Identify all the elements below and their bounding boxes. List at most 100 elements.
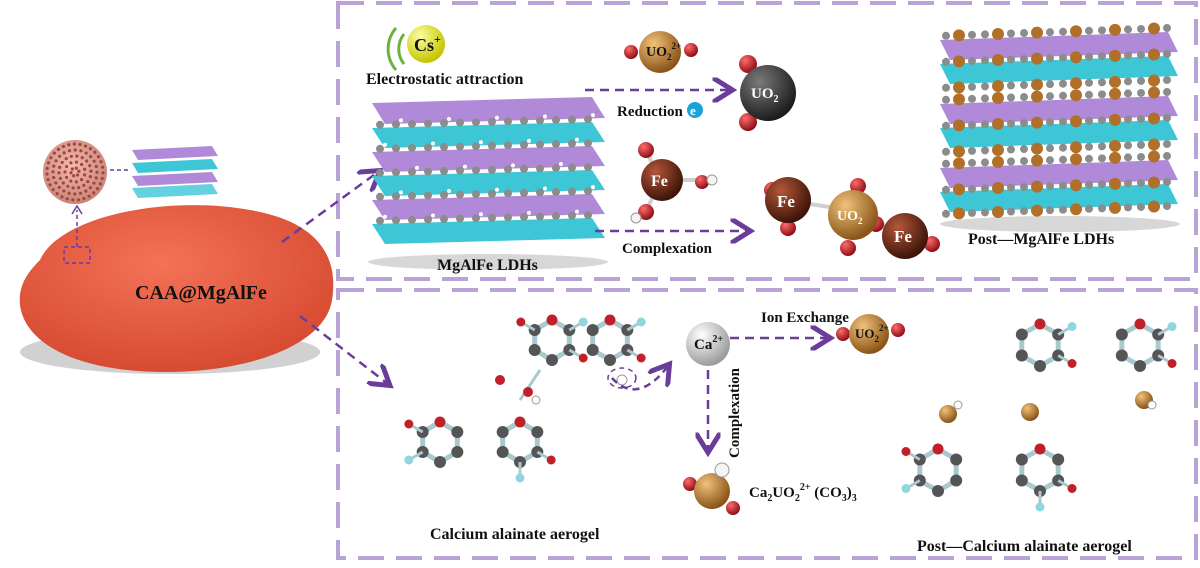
ldh-atom xyxy=(568,187,576,196)
post-ldh-atom xyxy=(1007,207,1015,216)
post-ldh-atom xyxy=(1148,138,1160,151)
post-ldh-atom xyxy=(1070,153,1082,166)
post-ldh-atom xyxy=(1109,75,1121,88)
pore-dot xyxy=(57,171,61,175)
product-oxygen-2 xyxy=(726,501,740,515)
ring-carbon xyxy=(496,446,509,458)
post-ldh-atom xyxy=(1020,93,1028,102)
pore-dot xyxy=(100,165,105,169)
cs-label: Cs+ xyxy=(414,32,441,55)
post-ldh-atom xyxy=(1046,144,1054,153)
post-ldh-atom xyxy=(1163,24,1171,33)
post-ldh-atom xyxy=(1031,52,1043,65)
post-ldh-atom xyxy=(1020,145,1028,154)
pore-dot xyxy=(79,177,84,182)
fe-hydrogen-2 xyxy=(630,212,642,224)
post-ldh-atom xyxy=(981,120,989,129)
ldh-atom xyxy=(392,168,400,177)
pore-dot xyxy=(63,170,67,174)
ring-carbon xyxy=(586,344,599,356)
pore-dot xyxy=(88,175,92,179)
post-ldh-atom xyxy=(981,56,989,65)
pore-dot xyxy=(74,180,78,184)
post-ldh-atom xyxy=(1020,55,1028,64)
pore-dot xyxy=(67,149,72,153)
post-ldh-atom xyxy=(1031,78,1043,91)
substituent-atom xyxy=(404,419,414,429)
post-ldh-atom xyxy=(1046,182,1054,191)
post-ldh-atom xyxy=(1109,87,1121,100)
ldh-atom xyxy=(488,189,496,198)
ldh-h-atom xyxy=(575,137,579,142)
post-ldh-atom xyxy=(942,121,950,130)
post-ldh-atom xyxy=(1031,26,1043,39)
ring-carbon xyxy=(451,446,464,458)
post-ldh-atom xyxy=(1109,23,1121,36)
ldh-h-atom xyxy=(511,163,515,168)
link-bond xyxy=(518,369,542,401)
ring-oxygen xyxy=(546,314,558,326)
post-ldh-atom xyxy=(1046,156,1054,165)
pore-dot xyxy=(92,191,96,195)
pore-dot xyxy=(78,142,82,147)
ldh-atom xyxy=(552,212,560,221)
ldh-atom xyxy=(520,164,528,173)
ldh-atom xyxy=(424,191,432,200)
ldh-atom xyxy=(584,163,592,172)
post-ldh-atom xyxy=(992,155,1004,168)
ring-carbon xyxy=(1052,453,1065,466)
post-ldh-atom xyxy=(1109,139,1121,152)
ldh-atom xyxy=(584,115,592,124)
substituent-atom xyxy=(1167,359,1177,368)
ring-carbon xyxy=(496,426,509,438)
ring-carbon xyxy=(531,426,544,438)
post-ldh-atom xyxy=(942,57,950,66)
substituent-atom xyxy=(515,473,525,483)
post-ldh-atom xyxy=(942,185,950,194)
post-ldh-atom xyxy=(981,184,989,193)
pore-dot xyxy=(77,169,81,173)
ring-oxygen xyxy=(604,314,616,326)
post-ldh-atom xyxy=(1059,91,1067,100)
fe-oxygen-1 xyxy=(638,142,654,158)
post-ldh-atom xyxy=(1137,202,1145,211)
pore-dot xyxy=(82,173,87,177)
product-formula: Ca2UO22+ (CO3)3 xyxy=(749,482,857,504)
complex-uo2-sphere xyxy=(828,190,878,240)
link-oxygen-2 xyxy=(495,375,505,385)
ldh-atom xyxy=(424,143,432,152)
ring-oxygen xyxy=(434,416,446,428)
post-ldh-atom xyxy=(1124,89,1132,98)
post-ldh-atom xyxy=(953,119,965,132)
post-ldh-atom xyxy=(1098,204,1106,213)
post-ldh-atom xyxy=(953,157,965,170)
uo2-product-sphere xyxy=(740,65,796,121)
pore-dot xyxy=(64,157,68,161)
pore-dot xyxy=(92,181,96,185)
ldh-h-atom xyxy=(543,186,547,191)
pore-dot xyxy=(69,179,73,183)
post-ldh-atom xyxy=(1109,201,1121,214)
zoom-arrow xyxy=(71,204,83,215)
ldh-h-atom xyxy=(479,140,483,145)
ldh-atom xyxy=(568,115,576,124)
ldh-atom xyxy=(376,168,384,177)
post-ldh-atom xyxy=(1124,25,1132,34)
porous-sphere-pores xyxy=(45,142,105,202)
ldh-h-atom xyxy=(431,213,435,218)
ldh-h-atom xyxy=(463,164,467,169)
substituent-atom xyxy=(1035,502,1045,512)
ldh-h-atom xyxy=(431,141,435,146)
post-ldh-atom xyxy=(1085,116,1093,125)
pore-dot xyxy=(95,187,100,191)
post-alginate-aerogel-molecule xyxy=(901,318,1177,512)
post-ldh-atom xyxy=(1137,152,1145,161)
ring-carbon xyxy=(950,453,963,466)
post-ldh-atom xyxy=(942,95,950,104)
post-ldh-atom xyxy=(1059,79,1067,88)
cs-wave-1 xyxy=(397,33,406,65)
ldh-atom xyxy=(392,120,400,129)
ring-carbon xyxy=(451,426,464,438)
post-ldh-atom xyxy=(1163,50,1171,59)
complex-fe-left-label: Fe xyxy=(777,192,795,211)
